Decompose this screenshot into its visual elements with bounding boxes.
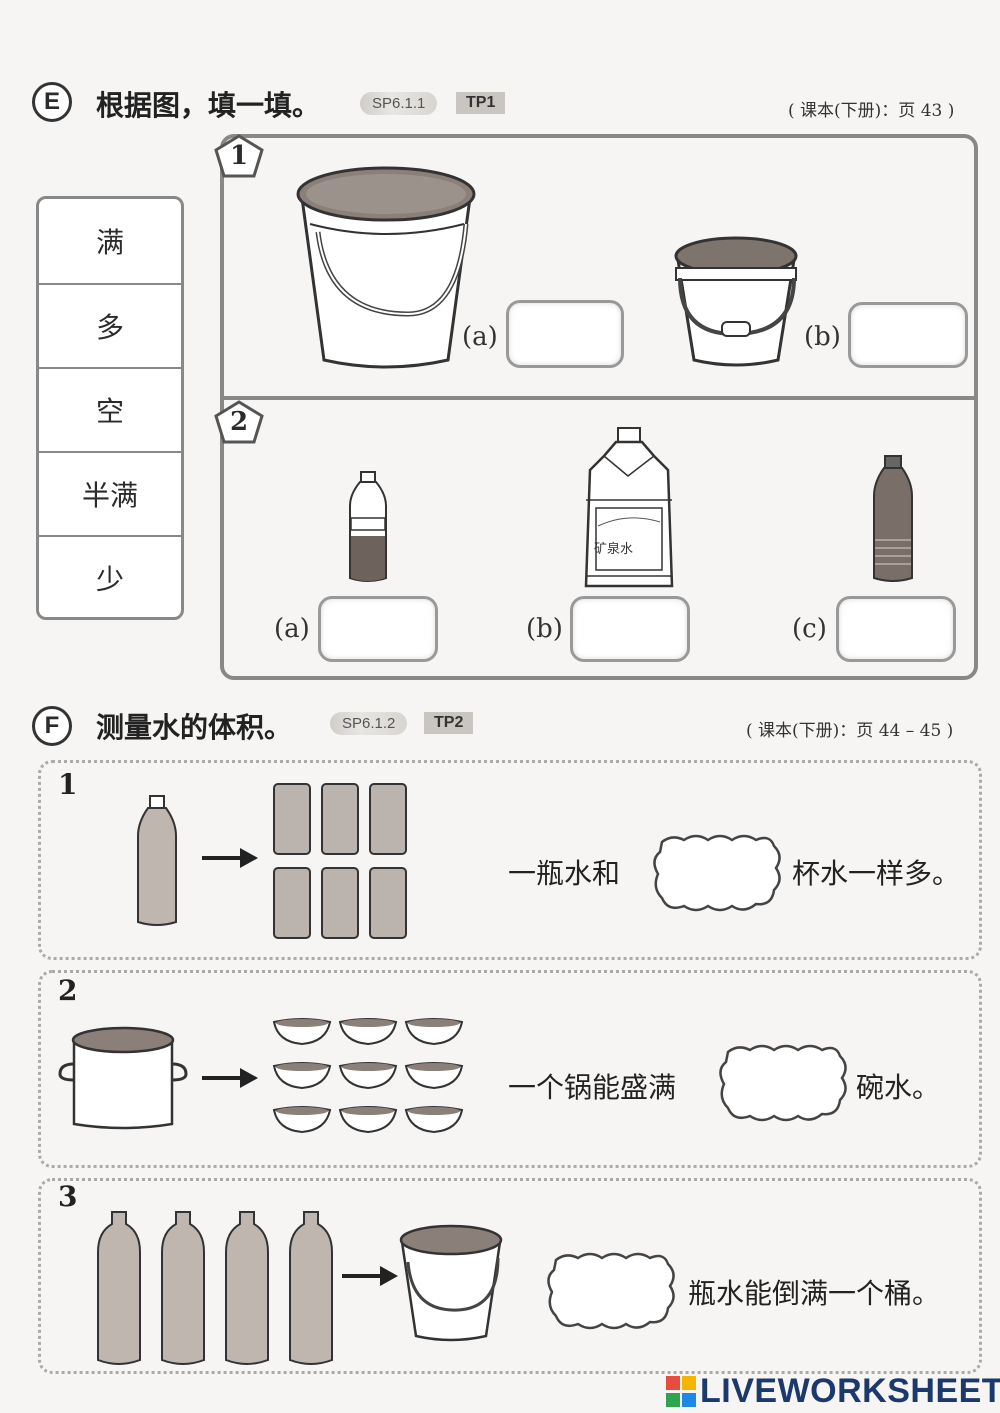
bottle-icon xyxy=(137,795,177,926)
f-panel-2 xyxy=(38,970,982,1168)
section-f-reference: ( 课本(下册)：页 44 – 45 ) xyxy=(746,721,954,741)
pot-icon xyxy=(58,1026,188,1130)
frame-divider xyxy=(222,396,976,400)
f-q1-number: 1 xyxy=(58,768,78,801)
cups-group-icon xyxy=(273,783,407,939)
q2-answer-c[interactable] xyxy=(836,596,956,662)
f-q1-before: 一瓶水和 xyxy=(508,857,621,890)
f-q1-after: 杯水一样多。 xyxy=(792,857,961,890)
q2-label-c: (c) xyxy=(792,614,827,644)
f-q2-before: 一个锅能盛满 xyxy=(508,1071,677,1104)
word-bank-item[interactable]: 满 xyxy=(39,199,181,285)
jug-label: 矿泉水 xyxy=(594,542,634,557)
question-1-number: 1 xyxy=(214,134,264,178)
q2-label-b: (b) xyxy=(526,614,563,644)
f-q2-number: 2 xyxy=(58,974,78,1007)
q2-answer-b[interactable] xyxy=(570,596,690,662)
f-q2-after: 碗水。 xyxy=(856,1071,941,1104)
bucket-icon xyxy=(399,1224,503,1342)
f-q2-answer-cloud[interactable] xyxy=(716,1042,850,1124)
f-q3-number: 3 xyxy=(58,1180,78,1213)
footer-brand[interactable]: LIVEWORKSHEETS xyxy=(700,1372,1000,1410)
section-f-code: SP6.1.2 xyxy=(330,712,408,735)
bottle-full-icon xyxy=(873,455,913,582)
f-panel-3 xyxy=(38,1178,982,1374)
q1-answer-a[interactable] xyxy=(506,300,624,368)
arrow-right-icon xyxy=(342,1266,398,1286)
q1-label-b: (b) xyxy=(804,322,841,352)
word-bank-item[interactable]: 少 xyxy=(95,563,124,596)
q1-answer-b[interactable] xyxy=(848,302,968,368)
q1-label-a: (a) xyxy=(462,322,498,352)
section-e-reference: ( 课本(下册)：页 43 ) xyxy=(788,101,955,121)
f-q3-after: 瓶水能倒满一个桶。 xyxy=(688,1277,941,1310)
word-bank-item[interactable]: 半满 xyxy=(39,453,181,537)
section-e-tp: TP1 xyxy=(456,92,506,114)
section-f-tp: TP2 xyxy=(424,712,474,734)
section-e-title: 根据图，填一填。 xyxy=(96,89,321,122)
bowls-group-icon xyxy=(272,1018,464,1134)
f-q3-answer-cloud[interactable] xyxy=(544,1250,678,1332)
word-bank: 满 多 空 半满 少 xyxy=(36,196,184,620)
f-q1-answer-cloud[interactable] xyxy=(650,832,784,914)
section-f-title: 测量水的体积。 xyxy=(96,711,293,744)
section-f-badge: F xyxy=(32,706,72,746)
q2-label-a: (a) xyxy=(274,614,310,644)
word-bank-item[interactable]: 多 xyxy=(39,285,181,369)
question-2-number: 2 xyxy=(214,400,264,444)
bucket-small-icon xyxy=(674,236,798,367)
arrow-right-icon xyxy=(202,848,258,868)
large-bottles-group-icon xyxy=(97,1211,333,1365)
section-e-frame xyxy=(220,134,978,680)
section-e-badge: E xyxy=(32,82,72,122)
water-jug-empty-icon xyxy=(584,427,674,588)
word-bank-item[interactable]: 空 xyxy=(39,369,181,453)
q2-answer-a[interactable] xyxy=(318,596,438,662)
bottle-half-icon xyxy=(349,471,387,582)
bucket-full-icon xyxy=(296,166,476,369)
arrow-right-icon xyxy=(202,1068,258,1088)
f-panel-1 xyxy=(38,760,982,960)
section-e-code: SP6.1.1 xyxy=(360,92,438,115)
liveworksheets-logo-icon xyxy=(666,1376,696,1408)
